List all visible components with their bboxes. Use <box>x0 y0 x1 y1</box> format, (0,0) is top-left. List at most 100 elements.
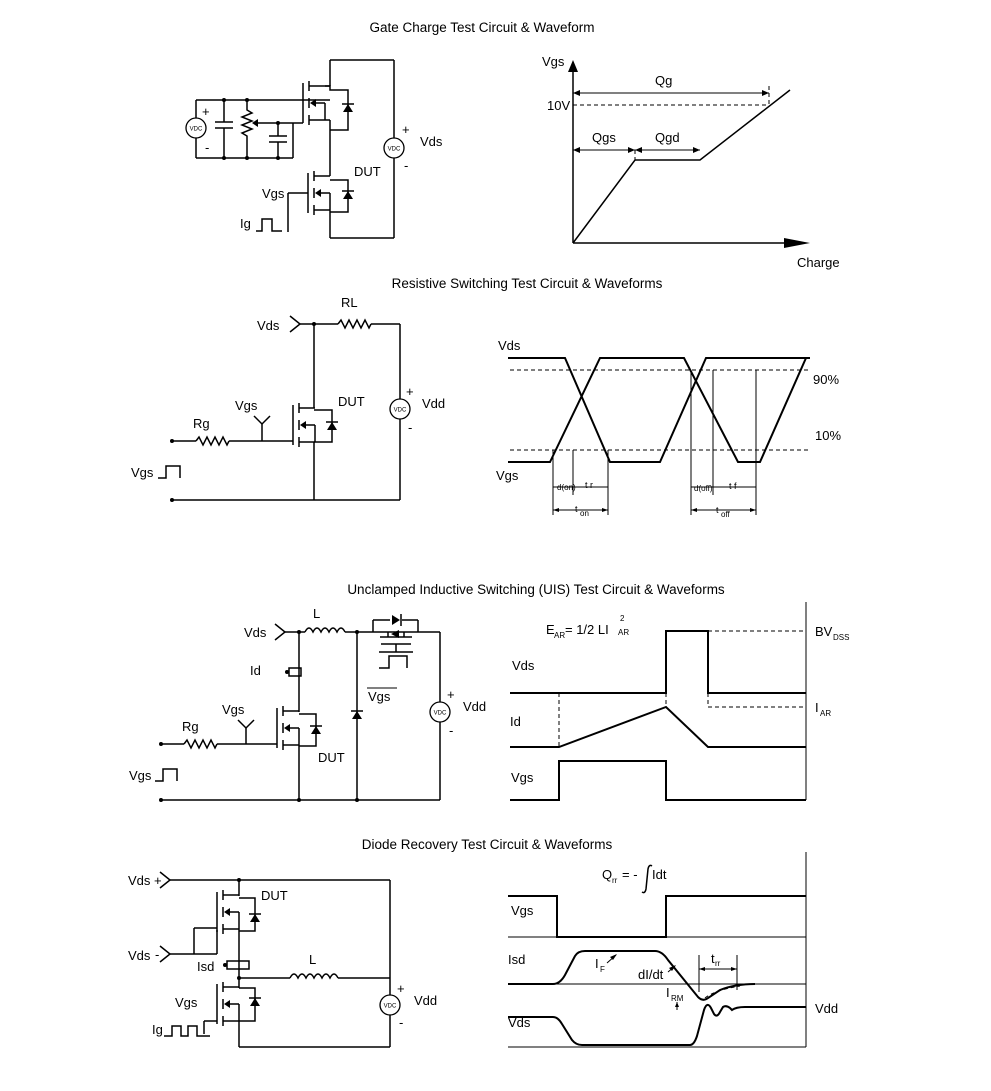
gate-charge-circuit: + - + - Vds DUT <box>185 59 443 239</box>
uis-wave-bv-sub: DSS <box>833 633 849 642</box>
diode-wave-qrr-sub: rr <box>612 876 618 885</box>
diode-dut-label: DUT <box>261 888 288 903</box>
diode-isd-wave <box>508 950 756 1001</box>
diode-wave-isd: Isd <box>508 952 525 967</box>
gate-vds-plus: + <box>402 122 410 137</box>
diode-vds-minus-label: Vds <box>128 948 151 963</box>
diode-wave-qrr-eq: = - <box>622 867 638 882</box>
res-wave-vds: Vds <box>498 338 521 353</box>
diode-wave-irm-sub: RM <box>671 994 684 1003</box>
gate-vds-label: Vds <box>420 134 443 149</box>
uis-vds-label: Vds <box>244 625 267 640</box>
diode-wave-trr: t <box>711 951 715 966</box>
gate-vds-source <box>383 137 405 159</box>
uis-wave-vds: Vds <box>512 658 535 673</box>
res-wave-ton-sub: on <box>580 509 589 518</box>
gate-dut-label: DUT <box>354 164 381 179</box>
diode-vds-plus-label: Vds <box>128 873 151 888</box>
diode-recovery-title: Diode Recovery Test Circuit & Waveforms <box>362 837 613 852</box>
resistive-switching-circuit: Vds RL + - Vdd DUT Vgs Rg Vgs <box>131 295 445 502</box>
res-wave-toff-t: t <box>716 505 719 515</box>
uis-vdd-label: Vdd <box>463 699 486 714</box>
res-vgs-wave <box>508 357 807 463</box>
uis-wave-bv: BV <box>815 624 833 639</box>
uis-vgs-bar-label: Vgs <box>368 689 391 704</box>
diode-vds-minus-sign: - <box>155 947 159 962</box>
uis-circuit: Vds L Id DUT Vgs Rg Vgs + - <box>129 606 486 802</box>
res-wave-ton-t: t <box>575 504 578 514</box>
res-rg-label: Rg <box>193 416 210 431</box>
uis-vgs-label: Vgs <box>222 702 245 717</box>
diode-wave-qrr-idt: Idt <box>652 867 667 882</box>
res-wave-tf: t f <box>729 481 737 491</box>
gate-wave-charge-axis: Charge <box>797 255 840 270</box>
diode-vdd-source <box>379 994 401 1016</box>
diode-recovery-waveform: Q rr = - Idt Vgs Isd I F dI/dt t rr I RM… <box>508 852 838 1048</box>
uis-wave-ear-e: E <box>546 622 555 637</box>
uis-vdd-source <box>429 701 451 723</box>
diode-vds-wave <box>508 1004 806 1046</box>
uis-rg-label: Rg <box>182 719 199 734</box>
uis-l-label: L <box>313 606 320 621</box>
diode-wave-trr-sub: rr <box>715 959 721 968</box>
diode-wave-if: I <box>595 956 599 971</box>
gate-wave-10v: 10V <box>547 98 570 113</box>
diode-wave-vgs: Vgs <box>511 903 534 918</box>
res-vdd-plus: + <box>406 384 414 399</box>
uis-waveform: E AR = 1/2 LI 2 AR BV DSS I AR Vds Id Vg… <box>510 602 849 801</box>
res-wave-90: 90% <box>813 372 839 387</box>
diode-ig-label: Ig <box>152 1022 163 1037</box>
resistive-switching-title: Resistive Switching Test Circuit & Wavef… <box>392 276 663 291</box>
gate-charge-title: Gate Charge Test Circuit & Waveform <box>369 20 594 35</box>
gate-ig-label: Ig <box>240 216 251 231</box>
gate-wave-qgs: Qgs <box>592 130 616 145</box>
uis-vgs-input-label: Vgs <box>129 768 152 783</box>
gate-wave-qgd: Qgd <box>655 130 680 145</box>
gate-vdc-source <box>185 117 207 139</box>
gate-charge-curve <box>572 89 791 244</box>
uis-wave-ear-mid: = 1/2 LI <box>565 622 609 637</box>
diode-vdd-label: Vdd <box>414 993 437 1008</box>
diode-wave-qrr-q: Q <box>602 867 612 882</box>
uis-vgs-wave <box>510 760 806 801</box>
uis-wave-ear-sub: AR <box>554 631 565 640</box>
res-vds-label: Vds <box>257 318 280 333</box>
res-dut-label: DUT <box>338 394 365 409</box>
uis-id-label: Id <box>250 663 261 678</box>
res-wave-10: 10% <box>815 428 841 443</box>
gate-vgs-label: Vgs <box>262 186 285 201</box>
diode-wave-irm: I <box>666 985 670 1000</box>
gate-wave-qg: Qg <box>655 73 672 88</box>
res-wave-td-on: d(on) <box>557 483 576 492</box>
uis-wave-vgs: Vgs <box>511 770 534 785</box>
uis-wave-ear-sup: 2 <box>620 614 625 623</box>
uis-title: Unclamped Inductive Switching (UIS) Test… <box>347 582 725 597</box>
diode-mosfet-lower <box>216 981 240 1027</box>
uis-vds-wave <box>510 630 806 694</box>
diode-wave-if-sub: F <box>600 965 605 974</box>
diode-recovery-circuit: Vds + DUT Vds - Isd L + - Vdd <box>128 871 437 1048</box>
uis-wave-iar-sub: AR <box>820 709 831 718</box>
diode-isd-label: Isd <box>197 959 214 974</box>
gate-vdc-minus: - <box>205 140 209 155</box>
diode-vds-plus-sign: + <box>154 873 162 888</box>
res-wave-tr: t r <box>585 480 593 490</box>
res-vgs-label: Vgs <box>235 398 258 413</box>
gate-vdc-plus: + <box>202 104 210 119</box>
gate-mosfet-dut <box>307 170 331 216</box>
diode-wave-vdd: Vdd <box>815 1001 838 1016</box>
gate-charge-waveform: Vgs 10V Charge Qg Qgs Qgd <box>542 54 840 270</box>
uis-dut-label: DUT <box>318 750 345 765</box>
gate-wave-vgs-axis: Vgs <box>542 54 565 69</box>
uis-wave-id: Id <box>510 714 521 729</box>
res-wave-td-off: d(off) <box>694 484 713 493</box>
uis-vdd-plus: + <box>447 687 455 702</box>
res-vdd-minus: - <box>408 420 412 435</box>
diode-wave-integral-sign <box>641 864 653 894</box>
diode-wave-didt: dI/dt <box>638 967 664 982</box>
diode-vdd-minus: - <box>399 1015 403 1030</box>
uis-mosfet-dut <box>276 705 300 751</box>
res-vdd-label: Vdd <box>422 396 445 411</box>
uis-vdd-minus: - <box>449 723 453 738</box>
